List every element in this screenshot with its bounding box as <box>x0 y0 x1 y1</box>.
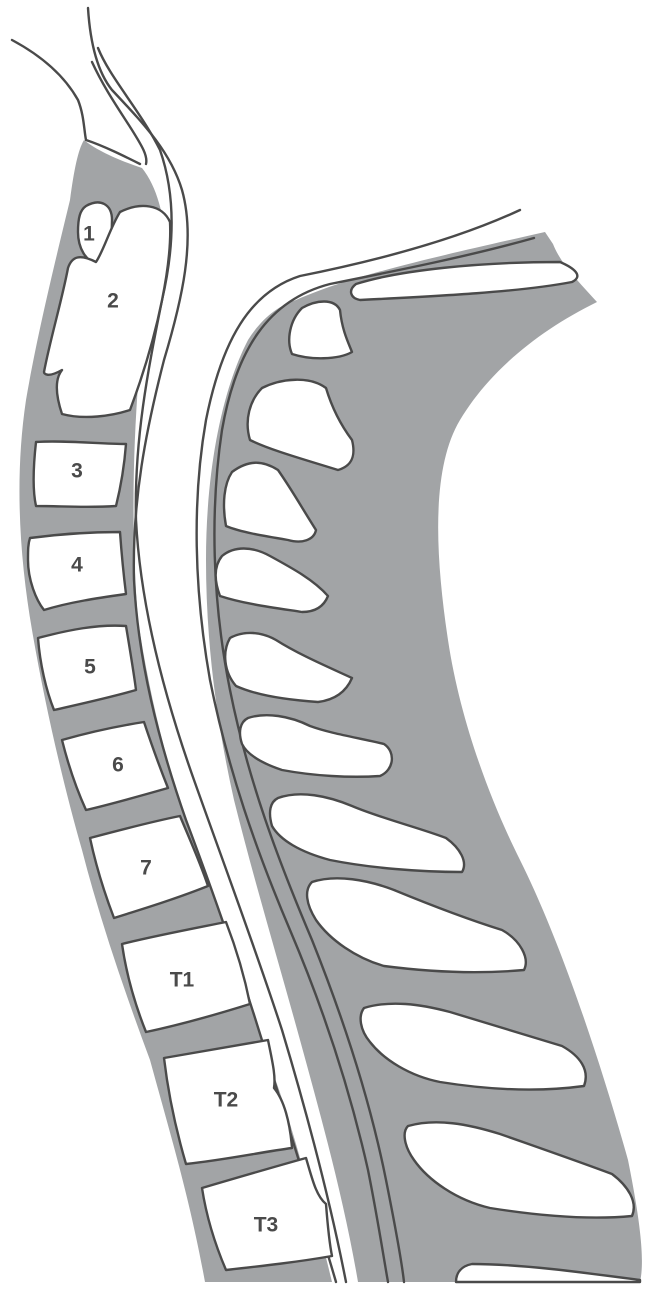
occiput-outline <box>12 40 140 164</box>
label-t2: T2 <box>214 1089 239 1112</box>
label-c2: 2 <box>107 290 119 313</box>
label-c6: 6 <box>112 754 124 777</box>
label-c5: 5 <box>84 656 96 679</box>
label-t1: T1 <box>170 969 195 992</box>
label-t3: T3 <box>254 1214 279 1237</box>
label-c3: 3 <box>71 460 83 483</box>
label-c7: 7 <box>140 857 152 880</box>
label-c4: 4 <box>71 554 83 577</box>
label-c1: 1 <box>83 223 95 246</box>
